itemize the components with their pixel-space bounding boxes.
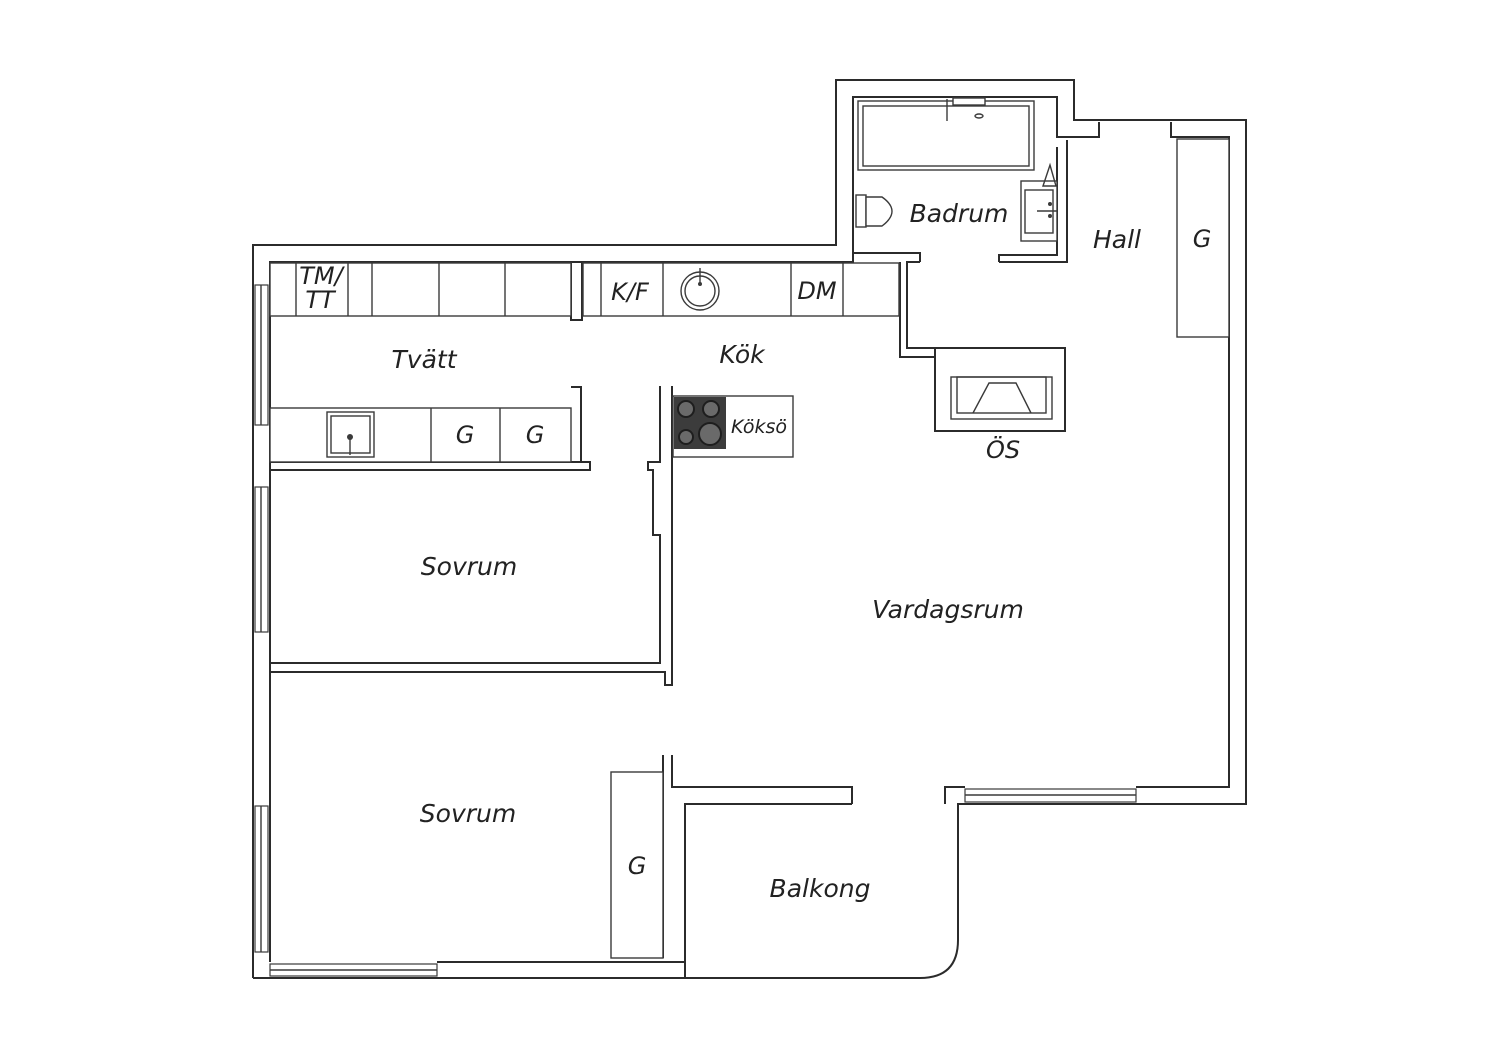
toilet-icon [855, 194, 893, 228]
hall-wardrobe [1176, 138, 1230, 338]
washbasin-icon [1020, 162, 1058, 242]
fixture-label-g-hall: G [1193, 225, 1212, 253]
laundry-bottom-counter [269, 407, 572, 463]
fixture-label-kf: K/F [611, 278, 650, 306]
stove-icon [674, 397, 726, 449]
window-icon [254, 486, 269, 633]
window-icon [269, 963, 438, 977]
room-label-sovrum-2: Sovrum [420, 799, 516, 828]
room-label-hall: Hall [1093, 225, 1141, 254]
fixture-label-g-tvatt-1: G [456, 421, 475, 449]
laundry-top-counter [269, 262, 572, 317]
room-label-badrum: Badrum [910, 199, 1009, 228]
room-label-kok: Kök [719, 340, 766, 369]
window-icon [964, 788, 1137, 803]
room-label-vardagsrum: Vardagsrum [872, 595, 1024, 624]
room-label-balkong: Balkong [770, 874, 871, 903]
fixture-label-os: ÖS [986, 435, 1020, 464]
windows [254, 284, 1137, 977]
bathtub-icon [857, 97, 1035, 171]
window-icon [254, 805, 269, 953]
outer-walls [252, 79, 1247, 979]
sink-icon [326, 411, 375, 458]
fireplace-icon [950, 376, 1053, 420]
kitchen-counter [582, 262, 900, 317]
bedroom-wardrobe [610, 771, 664, 959]
fixture-label-tm: TM/ [299, 262, 345, 290]
window-icon [254, 284, 269, 426]
fixture-label-g-tvatt-2: G [526, 421, 545, 449]
room-label-sovrum-1: Sovrum [421, 552, 517, 581]
fixture-label-koksoe: Köksö [731, 416, 787, 438]
labels: Badrum Hall Tvätt Kök Sovrum Vardagsrum … [299, 199, 1211, 903]
washbasin-icon [680, 268, 720, 311]
fixture-label-tt: TT [305, 286, 337, 314]
fixture-label-g-sovrum: G [628, 852, 647, 880]
fixture-label-dm: DM [797, 277, 836, 305]
room-label-tvatt: Tvätt [392, 345, 458, 374]
